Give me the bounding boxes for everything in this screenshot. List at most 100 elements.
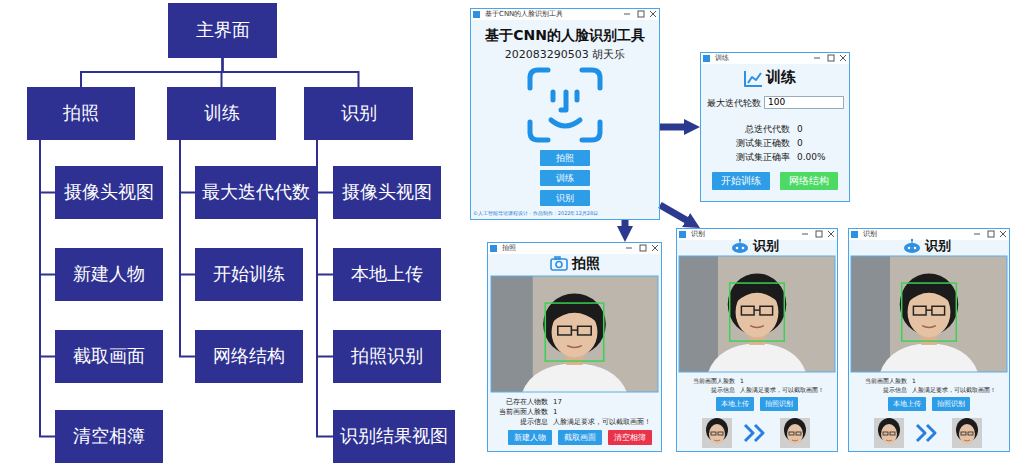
- field-label: 已存在人物数: [506, 398, 548, 406]
- camera-view: [851, 256, 1007, 372]
- field-label: 0: [797, 124, 803, 134]
- photo-window-ground: [490, 245, 497, 252]
- camera-view: [679, 256, 835, 372]
- chart-icon: [745, 71, 762, 86]
- robot-icon: [904, 239, 920, 253]
- window-title: 训练: [715, 54, 729, 62]
- tree-connector: [180, 140, 195, 357]
- tree-box: 摄像头视图: [333, 166, 441, 219]
- window-heading: 识别: [925, 239, 951, 254]
- push-button: 训练: [540, 170, 590, 186]
- button-label: 拍照: [556, 153, 574, 163]
- robot-icon: [736, 247, 739, 250]
- tree-connector: [317, 140, 333, 357]
- camera-view: [679, 256, 835, 372]
- tree-connector: [180, 140, 195, 275]
- window-heading: 识别: [753, 239, 779, 254]
- chart-icon: [745, 71, 762, 86]
- field-label: 提示信息: [711, 387, 735, 394]
- field-label: 1: [740, 378, 744, 385]
- train-window-ground: [828, 55, 834, 61]
- tree-connector: [40, 140, 55, 275]
- field-label: 测试集正确率: [736, 152, 790, 162]
- recognition-window-ground: [676, 228, 838, 452]
- tree-connector: [317, 140, 333, 437]
- push-button: 识别: [540, 190, 590, 206]
- button-label: 开始训练: [721, 175, 761, 187]
- box-label: 新建人物: [73, 264, 145, 285]
- box-label: 拍照识别: [351, 346, 423, 367]
- face-icon: [530, 70, 548, 88]
- button-label: 识别: [556, 193, 574, 203]
- button-label: 本地上传: [721, 400, 749, 408]
- recognition-window-ground: [802, 231, 834, 237]
- window-title: 基于CNN的人脸识别工具: [485, 10, 563, 18]
- box-label: 拍照: [63, 103, 99, 124]
- field-label: 最大迭代轮数: [707, 98, 761, 108]
- box-label: 本地上传: [351, 264, 423, 285]
- tree-box: 开始训练: [195, 248, 303, 301]
- tree-box: 拍照: [27, 87, 135, 140]
- field-label: 提示信息: [883, 387, 907, 394]
- result-thumbnails: [780, 418, 810, 448]
- photo-window-ground: [487, 242, 662, 254]
- push-button: 网络结构: [780, 172, 838, 190]
- tree-box: 清空相簿: [55, 410, 163, 463]
- button-label: 拍照识别: [937, 400, 965, 408]
- push-button: 拍照: [540, 150, 590, 166]
- field-label: 提示信息: [520, 418, 548, 426]
- box-label: 训练: [204, 103, 240, 124]
- flow-arrow: [622, 220, 629, 232]
- app-window: 本地上传拍照识别识别识别: [848, 228, 1010, 452]
- box-label: 摄像头视图: [64, 182, 154, 203]
- app-window: 本地上传拍照识别识别识别: [676, 228, 838, 452]
- photo-window-ground: [487, 242, 662, 452]
- recognition-window-ground: [974, 231, 1006, 237]
- recognition-window-ground: [816, 231, 822, 237]
- result-thumbnails: [702, 418, 810, 448]
- field-label: ©人工智能导论课程设计 · 作品制作：2022年12月28日: [473, 211, 598, 217]
- field-label: 人脸满足要求，可以截取画面！: [553, 418, 651, 426]
- button-label: 新建人物: [514, 433, 546, 442]
- main-window-ground: [473, 11, 480, 18]
- input-value: 100: [768, 97, 785, 107]
- camera-icon: [556, 262, 562, 268]
- face-icon: [551, 120, 580, 126]
- tree-box: 识别: [304, 87, 413, 140]
- result-thumbnails: [702, 418, 732, 448]
- recognition-window-ground: [679, 231, 686, 238]
- tree-box: 网络结构: [195, 330, 303, 383]
- camera-view: [491, 276, 658, 392]
- push-button: 本地上传: [716, 397, 754, 411]
- recognition-window-ground: [848, 228, 1010, 452]
- field-label: 人脸满足要求，可以截取画面！: [912, 387, 996, 394]
- tree-box: 本地上传: [333, 248, 441, 301]
- face-icon: [582, 122, 600, 140]
- box-label: 开始训练: [213, 264, 285, 285]
- photo-window-ground: [640, 245, 646, 251]
- chart-icon: [748, 73, 761, 83]
- button-label: 网络结构: [789, 175, 829, 187]
- tree-box: 新建人物: [55, 248, 163, 301]
- main-window-ground: [624, 11, 656, 17]
- window-subtitle: 202083290503 胡天乐: [471, 49, 659, 62]
- train-window-ground: [700, 52, 850, 64]
- field-label: 0: [797, 138, 803, 148]
- face-icon: [582, 70, 600, 88]
- camera-view: [491, 276, 658, 392]
- robot-icon: [739, 239, 741, 241]
- tree-box: 主界面: [168, 3, 277, 58]
- button-label: 训练: [556, 173, 574, 183]
- field-label: 当前画面人脸数: [693, 378, 735, 385]
- button-label: 清空相簿: [614, 433, 646, 442]
- camera-view: [851, 256, 1007, 372]
- main-window-ground: [638, 11, 644, 17]
- camera-icon: [555, 257, 560, 259]
- box-label: 最大迭代代数: [202, 182, 310, 203]
- app-window: 拍照训练识别基于CNN的人脸识别工具基于CNN的人脸识别工具2020832905…: [470, 8, 660, 220]
- recognition-window-ground: [848, 228, 1010, 452]
- recognition-window-ground: [988, 231, 994, 237]
- camera-icon: [551, 257, 567, 270]
- push-button: 清空相簿: [608, 430, 652, 445]
- box-label: 网络结构: [213, 346, 285, 367]
